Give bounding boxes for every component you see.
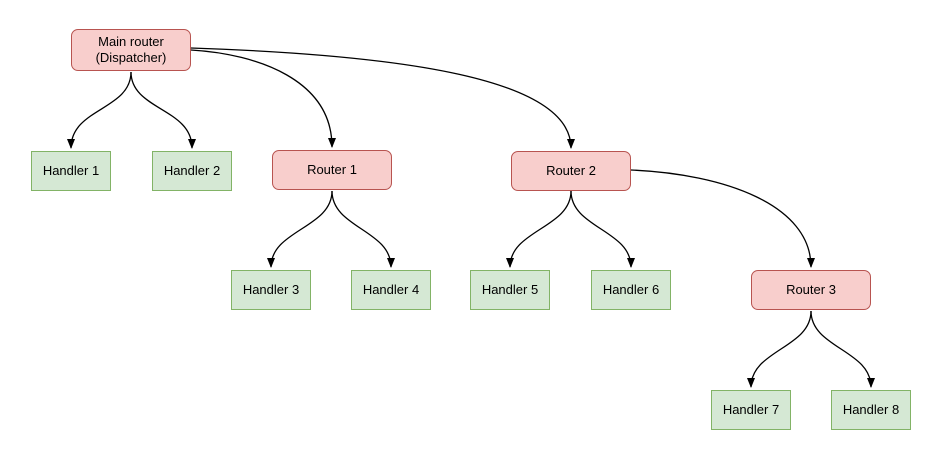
node-label: Handler 7 <box>722 401 780 417</box>
node-label: Handler 8 <box>842 401 900 417</box>
node-label: Router 2 <box>546 162 596 178</box>
edge-main-to-handler-1 <box>67 71 132 149</box>
edge-router-2-to-handler-5 <box>506 190 572 268</box>
edge-router-1-to-handler-4 <box>331 190 395 268</box>
node-label: Router 1 <box>307 161 357 177</box>
node-handler-2: Handler 2 <box>152 151 232 191</box>
node-handler-6: Handler 6 <box>591 270 671 310</box>
node-main-router-dispatcher: Main router (Dispatcher) <box>71 29 191 71</box>
node-label: Handler 2 <box>163 162 221 178</box>
node-handler-7: Handler 7 <box>711 390 791 430</box>
edge-router-1-to-handler-3 <box>267 190 333 268</box>
node-handler-4: Handler 4 <box>351 270 431 310</box>
edge-router-2-to-router-3 <box>630 169 815 268</box>
node-handler-3: Handler 3 <box>231 270 311 310</box>
node-label: Router 3 <box>786 281 836 297</box>
node-router-1: Router 1 <box>272 150 392 190</box>
edge-router-3-to-handler-7 <box>747 310 812 388</box>
node-label: Handler 1 <box>42 162 100 178</box>
edge-main-to-handler-2 <box>130 71 196 149</box>
node-handler-8: Handler 8 <box>831 390 911 430</box>
node-router-3: Router 3 <box>751 270 871 310</box>
node-handler-5: Handler 5 <box>470 270 550 310</box>
node-label: Handler 3 <box>242 281 300 297</box>
node-label: Main router (Dispatcher) <box>95 33 167 65</box>
edge-router-2-to-handler-6 <box>570 190 635 268</box>
node-router-2: Router 2 <box>511 151 631 191</box>
edge-router-3-to-handler-8 <box>810 310 875 388</box>
node-label: Handler 4 <box>362 281 420 297</box>
edge-main-to-router-1 <box>190 49 336 148</box>
node-label: Handler 5 <box>481 281 539 297</box>
edge-main-to-router-2 <box>190 47 575 149</box>
node-handler-1: Handler 1 <box>31 151 111 191</box>
node-label: Handler 6 <box>602 281 660 297</box>
